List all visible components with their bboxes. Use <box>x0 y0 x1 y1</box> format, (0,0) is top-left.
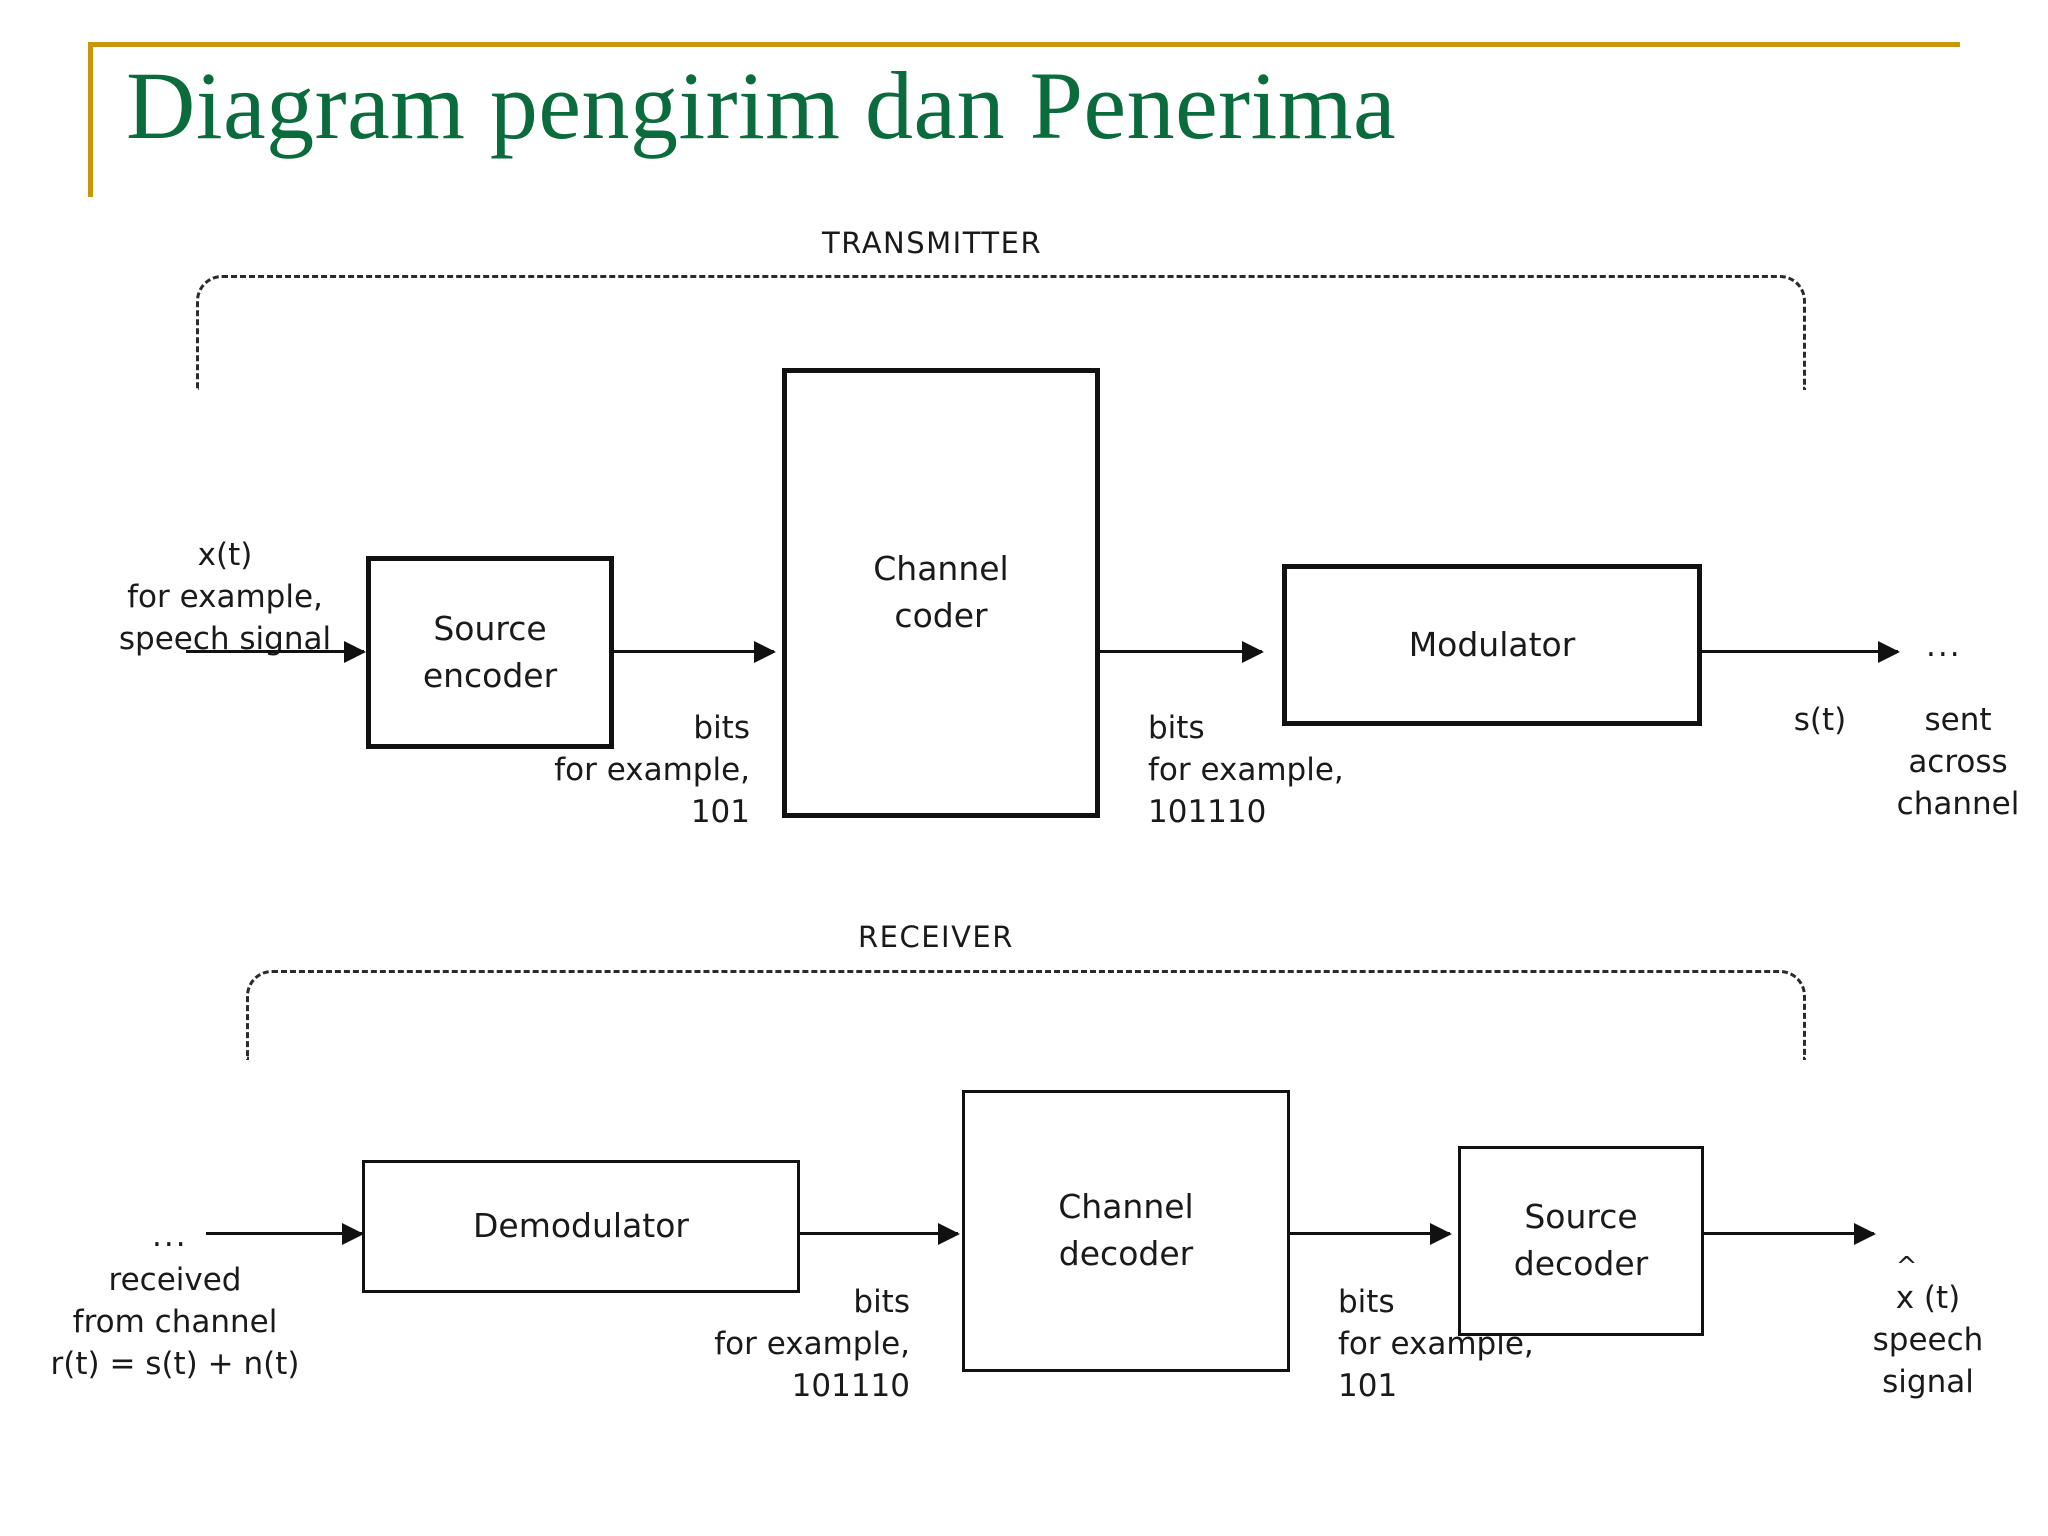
block-source-encoder-line1: Source <box>433 608 547 648</box>
transmitter-input-note: x(t) for example, speech signal <box>60 535 390 661</box>
block-source-decoder-line1: Source <box>1524 1197 1638 1237</box>
received-line1: received <box>108 1262 242 1298</box>
bits-example-label: for example, <box>554 751 750 788</box>
transmitter-boundary <box>196 275 1806 390</box>
transmitter-output-symbol: s(t) <box>1793 702 1847 738</box>
receiver-input-note: received from channel r(t) = s(t) + n(t) <box>10 1260 340 1386</box>
received-line3: r(t) = s(t) + n(t) <box>50 1345 300 1382</box>
bits-example-label: for example, <box>1148 751 1344 788</box>
bits-label: bits <box>1338 1284 1395 1320</box>
arrow-input-to-source-encoder <box>186 641 366 663</box>
block-channel-coder-line2: coder <box>894 596 988 635</box>
block-channel-decoder[interactable]: Channel decoder <box>962 1090 1290 1372</box>
block-demodulator-line1: Demodulator <box>473 1206 689 1246</box>
output-line1: sent <box>1924 702 1992 738</box>
block-modulator[interactable]: Modulator <box>1282 564 1702 726</box>
receiver-input-dots: ... <box>152 1218 188 1254</box>
bits-example-value: 101 <box>1338 1367 1398 1404</box>
input-symbol: x(t) <box>197 537 253 573</box>
output-line3: channel <box>1896 785 2020 822</box>
receiver-output-symbol: ^ x (t) <box>1828 1254 2028 1320</box>
block-demodulator[interactable]: Demodulator <box>362 1160 800 1293</box>
bits-note-after-demodulator: bits for example, 101110 <box>620 1282 910 1408</box>
title-rule-vertical <box>88 42 93 197</box>
bits-label: bits <box>693 710 750 746</box>
bits-example-label: for example, <box>714 1325 910 1362</box>
title-rule-horizontal <box>88 42 1960 47</box>
bits-label: bits <box>1148 710 1205 746</box>
receiver-output-symbol-text: x (t) <box>1895 1280 1961 1316</box>
output-line2: across <box>1908 743 2008 780</box>
block-source-decoder-line2: decoder <box>1513 1244 1649 1283</box>
receiver-output-line2: signal <box>1882 1363 1974 1400</box>
transmitter-section-label: TRANSMITTER <box>822 226 1043 260</box>
arrow-channel-to-demodulator <box>206 1223 364 1245</box>
transmitter-output-note: sent across channel <box>1870 700 2046 826</box>
block-channel-coder[interactable]: Channel coder <box>782 368 1100 818</box>
bits-example-value: 101110 <box>1148 793 1267 830</box>
bits-label: bits <box>853 1284 910 1320</box>
arrow-channel-decoder-to-source-decoder <box>1290 1223 1452 1245</box>
bits-note-after-channel-decoder: bits for example, 101 <box>1338 1282 1638 1408</box>
block-source-encoder-line2: encoder <box>422 655 558 695</box>
bits-example-value: 101110 <box>791 1367 910 1404</box>
page-title: Diagram pengirim dan Penerima <box>126 52 1397 159</box>
bits-note-after-channel-coder: bits for example, 101110 <box>1148 708 1448 834</box>
arrow-source-decoder-to-output <box>1704 1223 1876 1245</box>
bits-note-after-source-encoder: bits for example, 101 <box>460 708 750 834</box>
arrow-source-encoder-to-channel-coder <box>614 641 776 663</box>
bits-example-value: 101 <box>690 793 750 830</box>
block-channel-coder-line1: Channel <box>873 549 1009 589</box>
block-source-decoder[interactable]: Source decoder <box>1458 1146 1704 1336</box>
block-source-encoder[interactable]: Source encoder <box>366 556 614 749</box>
hat-accent-icon: ^ <box>1895 1252 1918 1282</box>
block-modulator-line1: Modulator <box>1408 624 1576 664</box>
block-channel-decoder-line1: Channel <box>1058 1187 1194 1227</box>
arrow-modulator-to-channel <box>1702 641 1900 663</box>
receiver-section-label: RECEIVER <box>858 920 1014 954</box>
transmitter-output-dots: ... <box>1926 628 1962 664</box>
arrow-channel-coder-to-modulator <box>1100 641 1264 663</box>
arrow-demodulator-to-channel-decoder <box>800 1223 960 1245</box>
block-channel-decoder-line2: decoder <box>1058 1234 1194 1273</box>
received-line2: from channel <box>72 1303 278 1340</box>
receiver-output-line1: speech <box>1872 1321 1984 1358</box>
input-line2: for example, <box>127 578 323 615</box>
receiver-output-note: ^ x (t) speech signal <box>1828 1254 2028 1404</box>
input-line3: speech signal <box>118 620 332 657</box>
block-diagram: TRANSMITTER x(t) for example, speech sig… <box>0 200 2048 1536</box>
receiver-boundary <box>246 970 1806 1060</box>
